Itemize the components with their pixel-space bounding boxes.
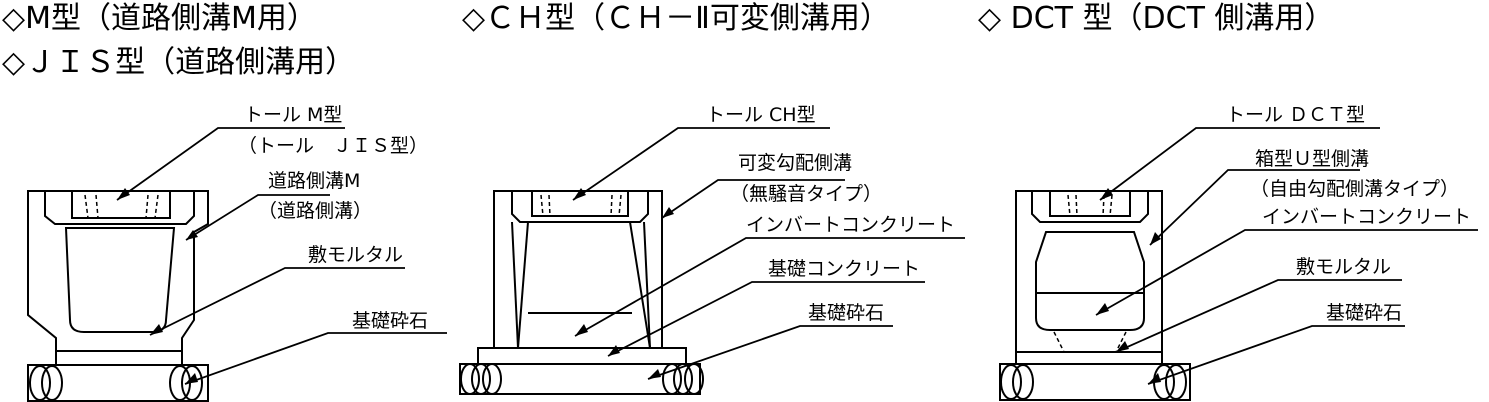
- ch-label-gravel: 基礎砕石: [808, 302, 885, 324]
- dct-gravel-layer: [1000, 364, 1190, 400]
- m-label-mortar: 敷モルタル: [308, 244, 404, 266]
- dct-label-gravel: 基礎砕石: [1326, 302, 1403, 324]
- m-lid: [45, 191, 194, 224]
- ch-gravel-layer: [460, 364, 703, 394]
- ch-lid: [512, 191, 648, 222]
- ch-label-variable-sub: （無騒音タイプ）: [730, 183, 883, 205]
- ch-label-invert: インバートコンクリート: [746, 214, 956, 236]
- dct-label-box: 箱型Ｕ型側溝: [1255, 148, 1370, 170]
- ch-label-toll: トール CH型: [706, 104, 816, 126]
- m-ditch-body: [28, 191, 208, 351]
- title-ch-type: ◇ＣＨ型（ＣＨ－Ⅱ可変側溝用）: [462, 1, 890, 36]
- ch-ditch-body: [494, 191, 662, 348]
- m-gravel-layer: [28, 365, 208, 401]
- ch-label-variable: 可変勾配側溝: [738, 152, 853, 174]
- title-jis-type: ◇ＪＩＳ型（道路側溝用）: [2, 45, 356, 80]
- m-label-ditch-sub: （道路側溝）: [258, 200, 373, 222]
- m-label-gravel: 基礎砕石: [352, 310, 429, 332]
- title-dct-type: ◇ DCT 型（DCT 側溝用）: [978, 1, 1335, 36]
- title-m-type: ◇M型（道路側溝M用）: [2, 1, 317, 36]
- dct-label-box-sub: （自由勾配側溝タイプ）: [1250, 178, 1460, 200]
- dct-ditch-body: [1016, 191, 1162, 352]
- dct-label-toll: トール ＤＣＴ型: [1226, 104, 1366, 126]
- m-label-toll-jis: （トール ＪＩＳ型）: [238, 135, 429, 157]
- dct-label-mortar: 敷モルタル: [1296, 256, 1392, 278]
- m-label-toll: トール M型: [244, 104, 343, 126]
- ch-label-base-concrete: 基礎コンクリート: [768, 258, 921, 280]
- m-label-ditch: 道路側溝M: [268, 170, 361, 192]
- dct-mortar-layer: [1016, 352, 1162, 364]
- dct-lid: [1032, 191, 1148, 222]
- dct-label-invert: インバートコンクリート: [1262, 206, 1472, 228]
